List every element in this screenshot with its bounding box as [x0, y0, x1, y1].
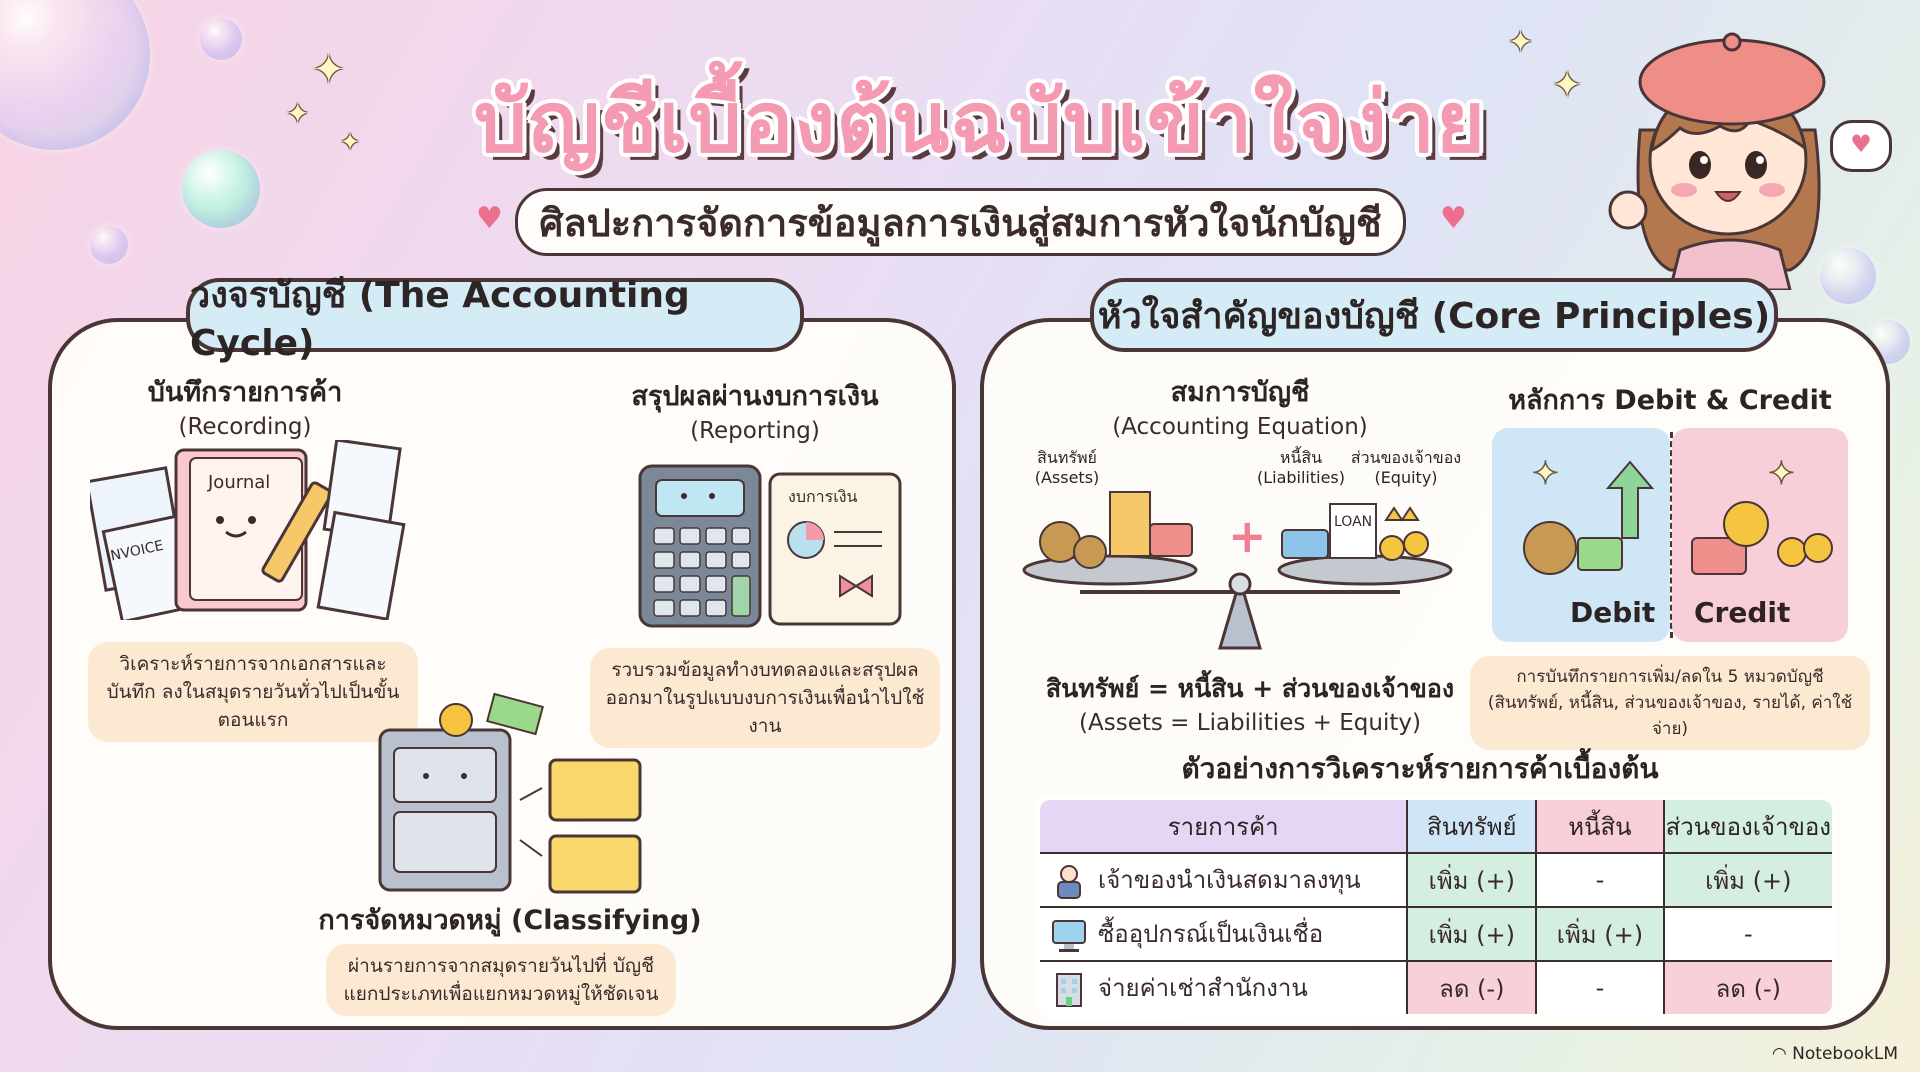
recording-title: บันทึกรายการค้า (Recording)	[100, 376, 390, 444]
notebooklm-logo-icon: ◠	[1771, 1044, 1787, 1064]
svg-text:✦: ✦	[1768, 454, 1795, 492]
liabilities-label-th: หนี้สิน	[1279, 448, 1323, 467]
equation-subtitle: (Accounting Equation)	[1112, 414, 1368, 440]
equity-effect-cell: ลด (-)	[1662, 960, 1832, 1014]
assets-effect-cell: ลด (-)	[1406, 960, 1538, 1014]
file-cabinet-illustration	[360, 690, 660, 900]
classifying-title: การจัดหมวดหมู่ (Classifying)	[318, 905, 702, 936]
journal-label: Journal	[207, 472, 270, 493]
liabilities-effect-cell: -	[1535, 852, 1665, 908]
sparkle-star-icon: ✦	[340, 128, 361, 156]
page-title: บัญชีเบื้องต้นฉบับเข้าใจง่าย	[473, 73, 1487, 171]
transaction-cell: ซื้ออุปกรณ์เป็นเงินเชื่อ	[1040, 906, 1409, 962]
heart-icon: ♥	[1440, 201, 1467, 236]
transaction-cell: เจ้าของนำเงินสดมาลงทุน	[1040, 852, 1409, 908]
column-header-equity: ส่วนของเจ้าของ	[1662, 800, 1832, 854]
businessman-icon	[1050, 862, 1088, 900]
recording-description: วิเคราะห์รายการจากเอกสารและบันทึก ลงในสม…	[88, 642, 418, 742]
computer-icon	[1050, 916, 1088, 954]
equation-formula: สินทรัพย์ = หนี้สิน + ส่วนของเจ้าของ (As…	[1030, 672, 1470, 740]
office-building-icon	[1050, 970, 1088, 1008]
reporting-subtitle: (Reporting)	[690, 418, 820, 444]
assets-label: สินทรัพย์ (Assets)	[1022, 448, 1112, 488]
bubble-small-top-left	[200, 18, 242, 60]
svg-text:+: +	[1228, 509, 1267, 563]
transaction-name: จ่ายค่าเช่าสำนักงาน	[1098, 974, 1308, 1002]
equation-title: สมการบัญชี (Accounting Equation)	[1090, 376, 1390, 444]
bubble-right-mid	[1820, 248, 1876, 304]
bubble-green-left	[182, 150, 260, 228]
table-row: ซื้ออุปกรณ์เป็นเงินเชื่อ เพิ่ม (+) เพิ่ม…	[1040, 906, 1832, 962]
liabilities-effect-cell: เพิ่ม (+)	[1535, 906, 1665, 962]
reporting-description: รวบรวมข้อมูลทำงบทดลองและสรุปผล ออกมาในรู…	[590, 648, 940, 748]
debit-credit-title: หลักการ Debit & Credit	[1508, 385, 1832, 416]
recording-subtitle: (Recording)	[178, 414, 312, 440]
table-row: เจ้าของนำเงินสดมาลงทุน เพิ่ม (+) - เพิ่ม…	[1040, 852, 1832, 908]
equity-effect-cell: เพิ่ม (+)	[1662, 852, 1832, 908]
financial-statement-label: งบการเงิน	[788, 487, 858, 506]
sparkle-star-icon: ✦	[1552, 65, 1583, 106]
loan-document-label: LOAN	[1334, 514, 1372, 530]
column-header-assets: สินทรัพย์	[1406, 800, 1538, 854]
equation-title-text: สมการบัญชี	[1170, 377, 1310, 408]
column-header-liabilities: หนี้สิน	[1535, 800, 1665, 854]
equation-formula-en: (Assets = Liabilities + Equity)	[1079, 710, 1421, 736]
assets-effect-cell: เพิ่ม (+)	[1406, 852, 1538, 908]
divider-dashed-line	[1670, 432, 1673, 638]
equation-formula-th: สินทรัพย์ = หนี้สิน + ส่วนของเจ้าของ	[1045, 674, 1455, 703]
equity-label-en: (Equity)	[1374, 468, 1438, 487]
core-principles-heading: หัวใจสำคัญของบัญชี (Core Principles)	[1090, 278, 1778, 352]
equity-label-th: ส่วนของเจ้าของ	[1350, 448, 1462, 467]
reporting-title: สรุปผลผ่านงบการเงิน (Reporting)	[600, 380, 910, 448]
assets-label-th: สินทรัพย์	[1037, 448, 1097, 467]
balance-scale-illustration: + LOAN	[1020, 472, 1470, 662]
assets-label-en: (Assets)	[1034, 468, 1100, 487]
calculator-report-illustration: งบการเงิน	[620, 456, 920, 636]
bubble-pink-left	[90, 226, 128, 264]
transaction-name: ซื้ออุปกรณ์เป็นเงินเชื่อ	[1098, 920, 1324, 948]
bubble-large-top-left	[0, 0, 150, 150]
svg-text:✦: ✦	[1532, 454, 1559, 492]
liabilities-label: หนี้สิน (Liabilities)	[1256, 448, 1346, 488]
debit-label: Debit	[1570, 596, 1656, 629]
notebooklm-brand: ◠ NotebookLM	[1772, 1044, 1898, 1064]
journal-illustration: INVOICE Journal	[85, 438, 410, 624]
equity-label: ส่วนของเจ้าของ (Equity)	[1346, 448, 1466, 488]
credit-card: ✦ Credit	[1672, 428, 1848, 642]
reporting-title-text: สรุปผลผ่านงบการเงิน	[631, 381, 879, 412]
sparkle-star-icon: ✦	[312, 47, 346, 93]
liabilities-label-en: (Liabilities)	[1256, 468, 1346, 487]
speech-bubble-heart-icon: ♥	[1830, 120, 1892, 172]
equity-effect-cell: -	[1662, 906, 1832, 962]
page-subtitle: ศิลปะการจัดการข้อมูลการเงินสู่สมการหัวใจ…	[515, 188, 1406, 256]
classifying-description: ผ่านรายการจากสมุดรายวันไปที่ บัญชีแยกประ…	[326, 944, 676, 1016]
brand-text: NotebookLM	[1792, 1044, 1898, 1064]
column-header-transaction: รายการค้า	[1040, 800, 1409, 854]
liabilities-effect-cell: -	[1535, 960, 1665, 1014]
table-header-row: รายการค้า สินทรัพย์ หนี้สิน ส่วนของเจ้าข…	[1040, 800, 1832, 854]
accounting-cycle-heading: วงจรบัญชี (The Accounting Cycle)	[186, 275, 804, 364]
transaction-name: เจ้าของนำเงินสดมาลงทุน	[1098, 866, 1361, 894]
transaction-analysis-table: รายการค้า สินทรัพย์ หนี้สิน ส่วนของเจ้าข…	[1036, 796, 1836, 1018]
example-table-title: ตัวอย่างการวิเคราะห์รายการค้าเบื้องต้น	[1181, 752, 1659, 785]
table-row: จ่ายค่าเช่าสำนักงาน ลด (-) - ลด (-)	[1040, 960, 1832, 1014]
sparkle-star-icon: ✦	[286, 97, 310, 130]
recording-title-text: บันทึกรายการค้า	[147, 377, 343, 408]
debit-credit-description: การบันทึกรายการเพิ่ม/ลดใน 5 หมวดบัญชี (ส…	[1470, 656, 1870, 750]
sparkle-star-icon: ✦	[1508, 25, 1534, 60]
mascot-girl-illustration	[1600, 20, 1860, 292]
debit-card: ✦ Debit	[1492, 428, 1670, 642]
heart-icon: ♥	[476, 201, 503, 236]
assets-effect-cell: เพิ่ม (+)	[1406, 906, 1538, 962]
credit-label: Credit	[1694, 596, 1791, 629]
transaction-cell: จ่ายค่าเช่าสำนักงาน	[1040, 960, 1409, 1014]
